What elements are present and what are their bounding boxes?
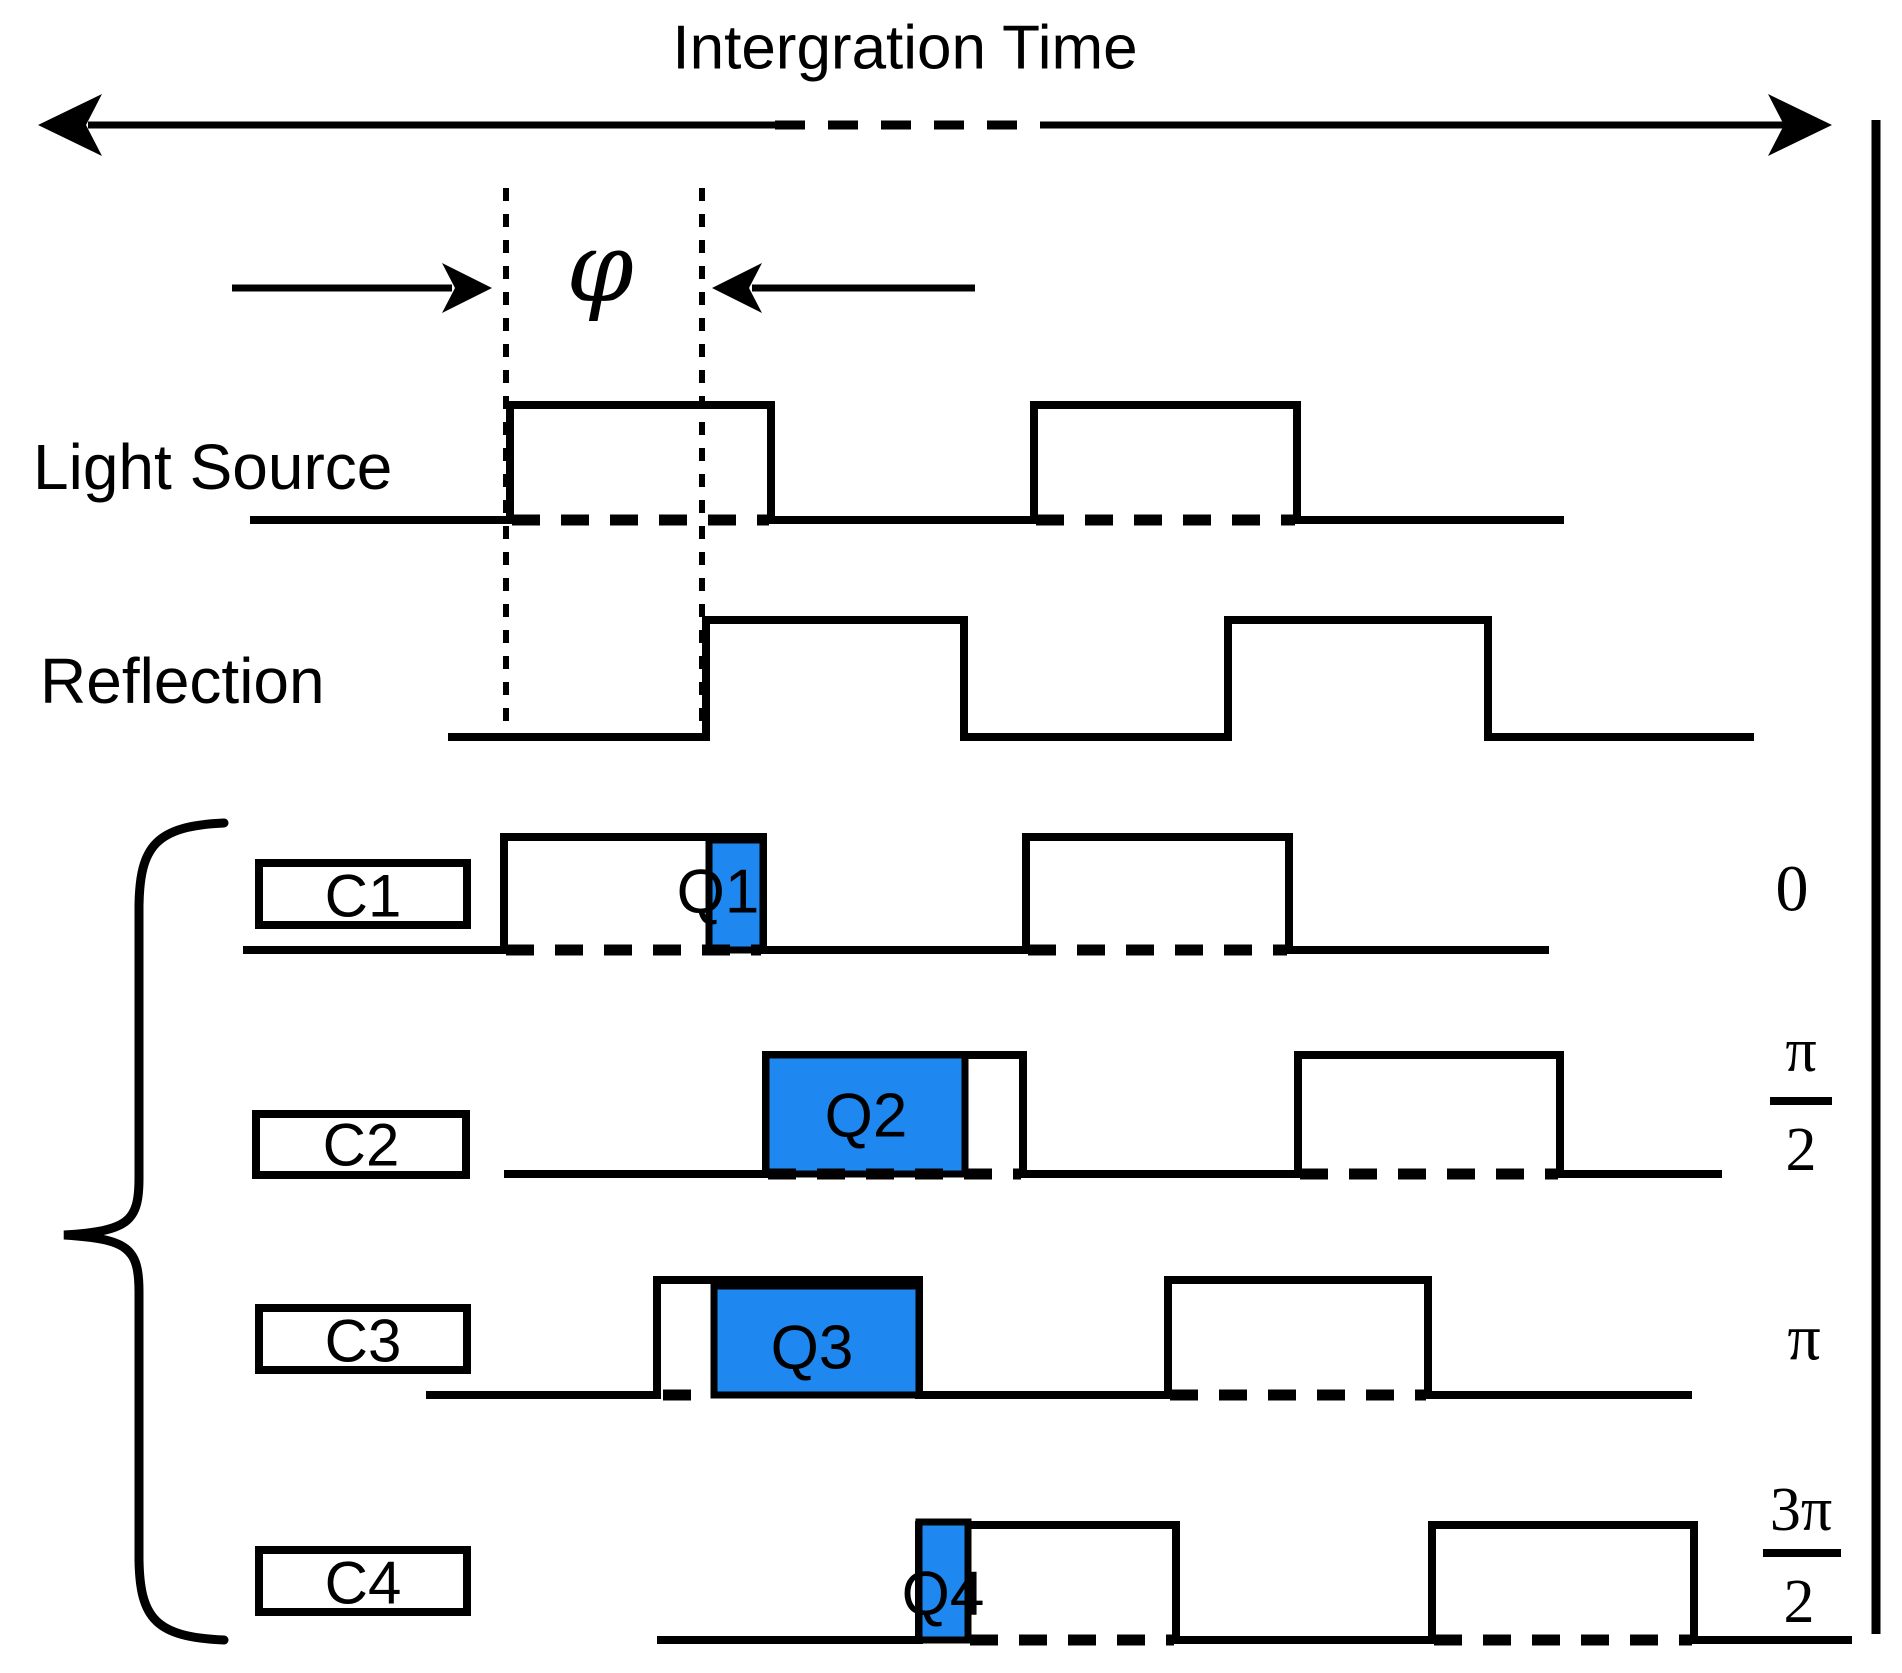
q2-charge-box: [762, 1051, 969, 1178]
light-source-waveform: [250, 401, 1564, 524]
c1-waveform: [243, 833, 1549, 954]
q4-charge-box: [915, 1518, 972, 1644]
channels-brace: [63, 818, 229, 1645]
q1-charge-box: [705, 836, 767, 954]
phase-offset-marker: φ: [232, 188, 975, 737]
c1-phase-label: 0: [1776, 853, 1809, 926]
c2-waveform: [504, 1051, 1722, 1178]
arrow-head-left-icon: [38, 94, 102, 156]
c2-phase-denominator: 2: [1786, 1116, 1817, 1184]
c4-phase-numerator: 3π: [1770, 1476, 1832, 1544]
channel-row-c4: C4 Q4 3π 2: [255, 1476, 1852, 1646]
c3-label-box: [255, 1304, 471, 1374]
reflection-waveform: [448, 616, 1754, 741]
c1-label: C1: [325, 863, 402, 930]
channel-row-c1: C1 Q1 0: [243, 833, 1809, 956]
light-source-label: Light Source: [33, 431, 392, 503]
c4-phase-label: 3π 2: [1763, 1476, 1841, 1636]
q3-label: Q3: [771, 1314, 854, 1383]
c1-label-box: [255, 859, 471, 929]
c4-label-box: [255, 1546, 471, 1616]
channel-row-c3: C3 Q3 π: [255, 1276, 1821, 1401]
c4-label: C4: [325, 1550, 402, 1617]
phi-arrow-right-icon: [442, 263, 492, 313]
q1-label: Q1: [677, 858, 760, 927]
light-source-row: Light Source: [33, 401, 1564, 526]
phi-symbol: φ: [566, 212, 633, 324]
q4-label: Q4: [902, 1560, 985, 1629]
c3-phase-label: π: [1787, 1302, 1820, 1375]
phi-arrow-left-icon: [712, 263, 762, 313]
diagram-title: Intergration Time: [672, 14, 1137, 83]
arrow-head-right-icon: [1768, 94, 1832, 156]
c2-label-box: [252, 1110, 470, 1179]
q2-label: Q2: [825, 1082, 908, 1151]
c4-phase-denominator: 2: [1784, 1568, 1815, 1636]
c4-waveform: [657, 1521, 1852, 1644]
c2-label: C2: [323, 1112, 400, 1179]
integration-time-arrow: [38, 94, 1832, 156]
q3-charge-box: [710, 1282, 923, 1399]
reflection-row: Reflection: [40, 616, 1754, 741]
channel-row-c2: C2 Q2 π 2: [252, 1017, 1832, 1184]
c3-waveform: [426, 1276, 1692, 1399]
reflection-label: Reflection: [40, 645, 325, 717]
c2-phase-numerator: π: [1785, 1017, 1816, 1085]
c2-phase-label: π 2: [1770, 1017, 1832, 1184]
c3-label: C3: [325, 1308, 402, 1375]
